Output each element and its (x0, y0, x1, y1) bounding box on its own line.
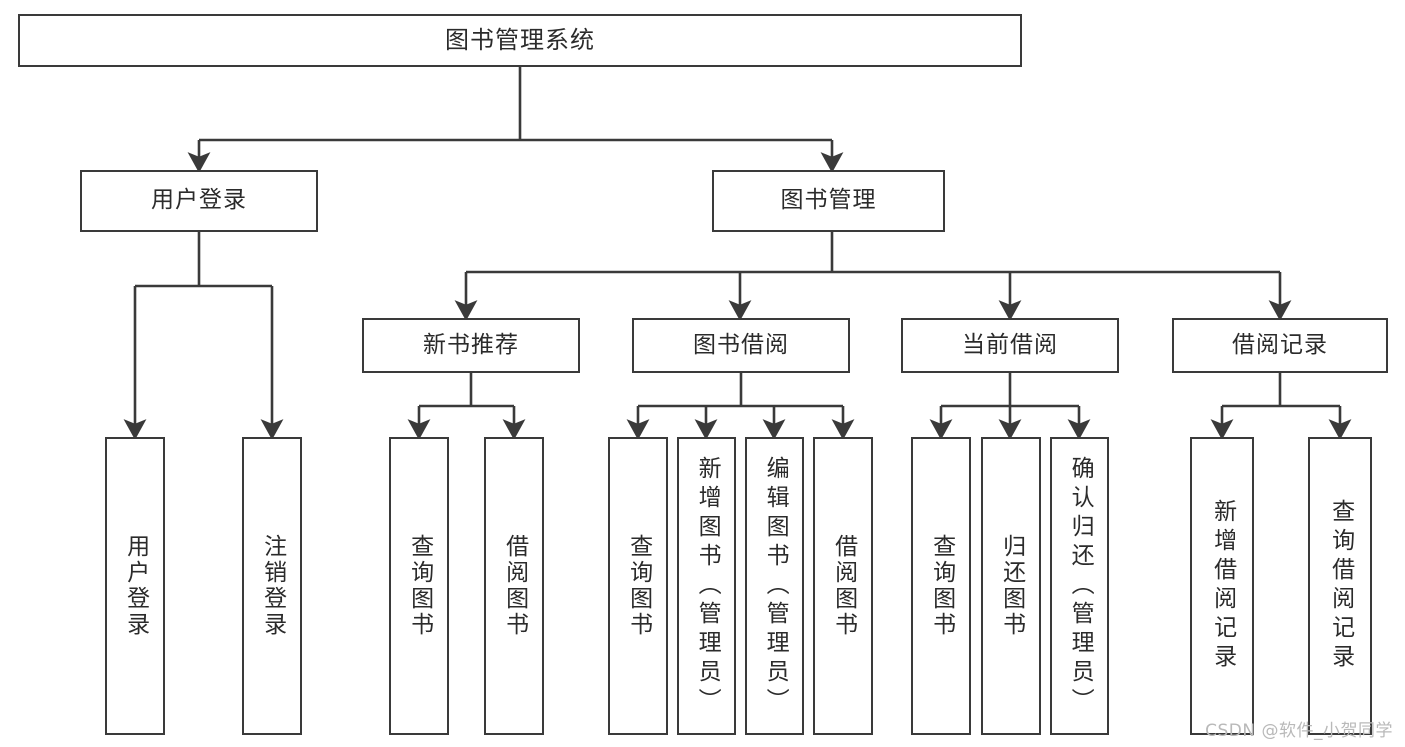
watermark: CSDN @软件_小贺同学 (1205, 721, 1393, 741)
node-new-book-recommend-label: 新书推荐 (423, 331, 519, 358)
node-leaf-query-book-2[interactable]: 查询图书 (608, 437, 668, 735)
node-leaf-logout-login[interactable]: 注销登录 (242, 437, 302, 735)
node-leaf-borrow-book-2-label: 借阅图书 (830, 534, 857, 638)
node-user-login-label: 用户登录 (151, 187, 247, 214)
node-current-borrow[interactable]: 当前借阅 (901, 318, 1119, 373)
node-leaf-query-book-1[interactable]: 查询图书 (389, 437, 449, 735)
node-leaf-return-book[interactable]: 归还图书 (981, 437, 1041, 735)
node-leaf-user-login-label: 用户登录 (122, 534, 149, 638)
node-leaf-query-book-3-label: 查询图书 (928, 534, 955, 638)
node-root-label: 图书管理系统 (445, 26, 595, 55)
node-leaf-borrow-book-1[interactable]: 借阅图书 (484, 437, 544, 735)
node-borrow-record-label: 借阅记录 (1232, 331, 1328, 358)
node-book-borrow[interactable]: 图书借阅 (632, 318, 850, 373)
node-leaf-logout-login-label: 注销登录 (259, 534, 286, 638)
node-leaf-query-record[interactable]: 查询借阅记录 (1308, 437, 1372, 735)
node-leaf-add-record-label: 新增借阅记录 (1209, 499, 1236, 673)
node-leaf-query-record-label: 查询借阅记录 (1327, 499, 1354, 673)
node-leaf-borrow-book-1-label: 借阅图书 (501, 534, 528, 638)
node-leaf-edit-book-label: 编辑图书（管理员） (762, 455, 789, 717)
node-leaf-query-book-3[interactable]: 查询图书 (911, 437, 971, 735)
node-current-borrow-label: 当前借阅 (962, 331, 1058, 358)
node-leaf-confirm-return-label: 确认归还（管理员） (1067, 455, 1094, 717)
node-root[interactable]: 图书管理系统 (18, 14, 1022, 67)
node-leaf-query-book-2-label: 查询图书 (625, 534, 652, 638)
node-leaf-add-book-label: 新增图书（管理员） (694, 455, 721, 717)
node-borrow-record[interactable]: 借阅记录 (1172, 318, 1388, 373)
node-leaf-edit-book[interactable]: 编辑图书（管理员） (745, 437, 804, 735)
node-book-borrow-label: 图书借阅 (693, 331, 789, 358)
node-leaf-user-login[interactable]: 用户登录 (105, 437, 165, 735)
node-new-book-recommend[interactable]: 新书推荐 (362, 318, 580, 373)
node-book-manage[interactable]: 图书管理 (712, 170, 945, 232)
node-leaf-confirm-return[interactable]: 确认归还（管理员） (1050, 437, 1109, 735)
node-leaf-add-record[interactable]: 新增借阅记录 (1190, 437, 1254, 735)
node-leaf-borrow-book-2[interactable]: 借阅图书 (813, 437, 873, 735)
node-book-manage-label: 图书管理 (780, 187, 877, 214)
node-leaf-return-book-label: 归还图书 (998, 534, 1025, 638)
node-leaf-query-book-1-label: 查询图书 (406, 534, 433, 638)
node-leaf-add-book[interactable]: 新增图书（管理员） (677, 437, 736, 735)
node-user-login[interactable]: 用户登录 (80, 170, 318, 232)
